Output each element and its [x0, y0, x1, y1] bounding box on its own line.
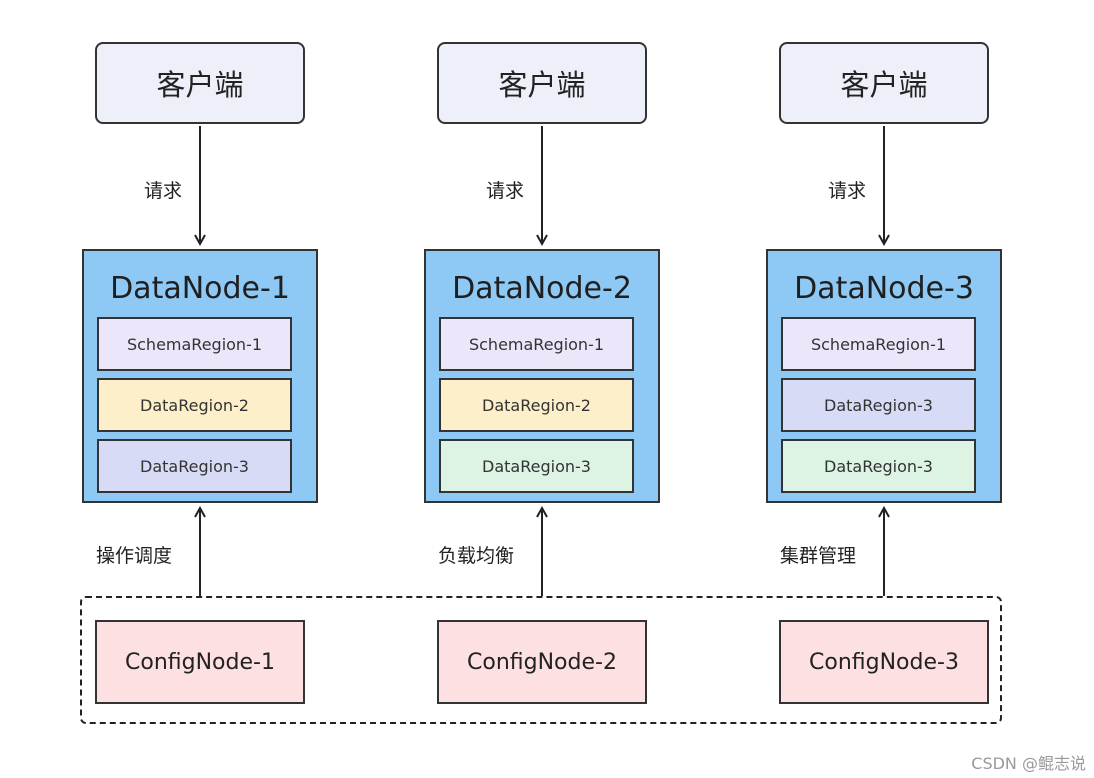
client-box-3: 客户端	[779, 42, 989, 124]
confignode-3: ConfigNode-3	[779, 620, 989, 704]
watermark: CSDN @鲲志说	[971, 754, 1086, 773]
request-label-3: 请求	[828, 180, 867, 202]
data-region: DataRegion-3	[781, 378, 976, 432]
datanode-2: DataNode-2 SchemaRegion-1 DataRegion-2 D…	[424, 249, 660, 503]
request-label-1: 请求	[144, 180, 183, 202]
request-label-2: 请求	[486, 180, 525, 202]
data-region: DataRegion-3	[97, 439, 292, 493]
client-box-1: 客户端	[95, 42, 305, 124]
config-label-1: 操作调度	[96, 545, 173, 567]
data-region: DataRegion-3	[439, 439, 634, 493]
config-label-2: 负载均衡	[438, 545, 515, 567]
datanode-1: DataNode-1 SchemaRegion-1 DataRegion-2 D…	[82, 249, 318, 503]
client-box-2: 客户端	[437, 42, 647, 124]
schema-region: SchemaRegion-1	[781, 317, 976, 371]
confignode-1: ConfigNode-1	[95, 620, 305, 704]
datanode-3: DataNode-3 SchemaRegion-1 DataRegion-3 D…	[766, 249, 1002, 503]
datanode-title: DataNode-3	[794, 271, 974, 306]
datanode-title: DataNode-2	[452, 271, 632, 306]
confignode-2: ConfigNode-2	[437, 620, 647, 704]
datanode-title: DataNode-1	[110, 271, 290, 306]
schema-region: SchemaRegion-1	[97, 317, 292, 371]
data-region: DataRegion-3	[781, 439, 976, 493]
data-region: DataRegion-2	[439, 378, 634, 432]
config-label-3: 集群管理	[780, 545, 857, 567]
confignode-group	[80, 596, 1002, 724]
schema-region: SchemaRegion-1	[439, 317, 634, 371]
data-region: DataRegion-2	[97, 378, 292, 432]
